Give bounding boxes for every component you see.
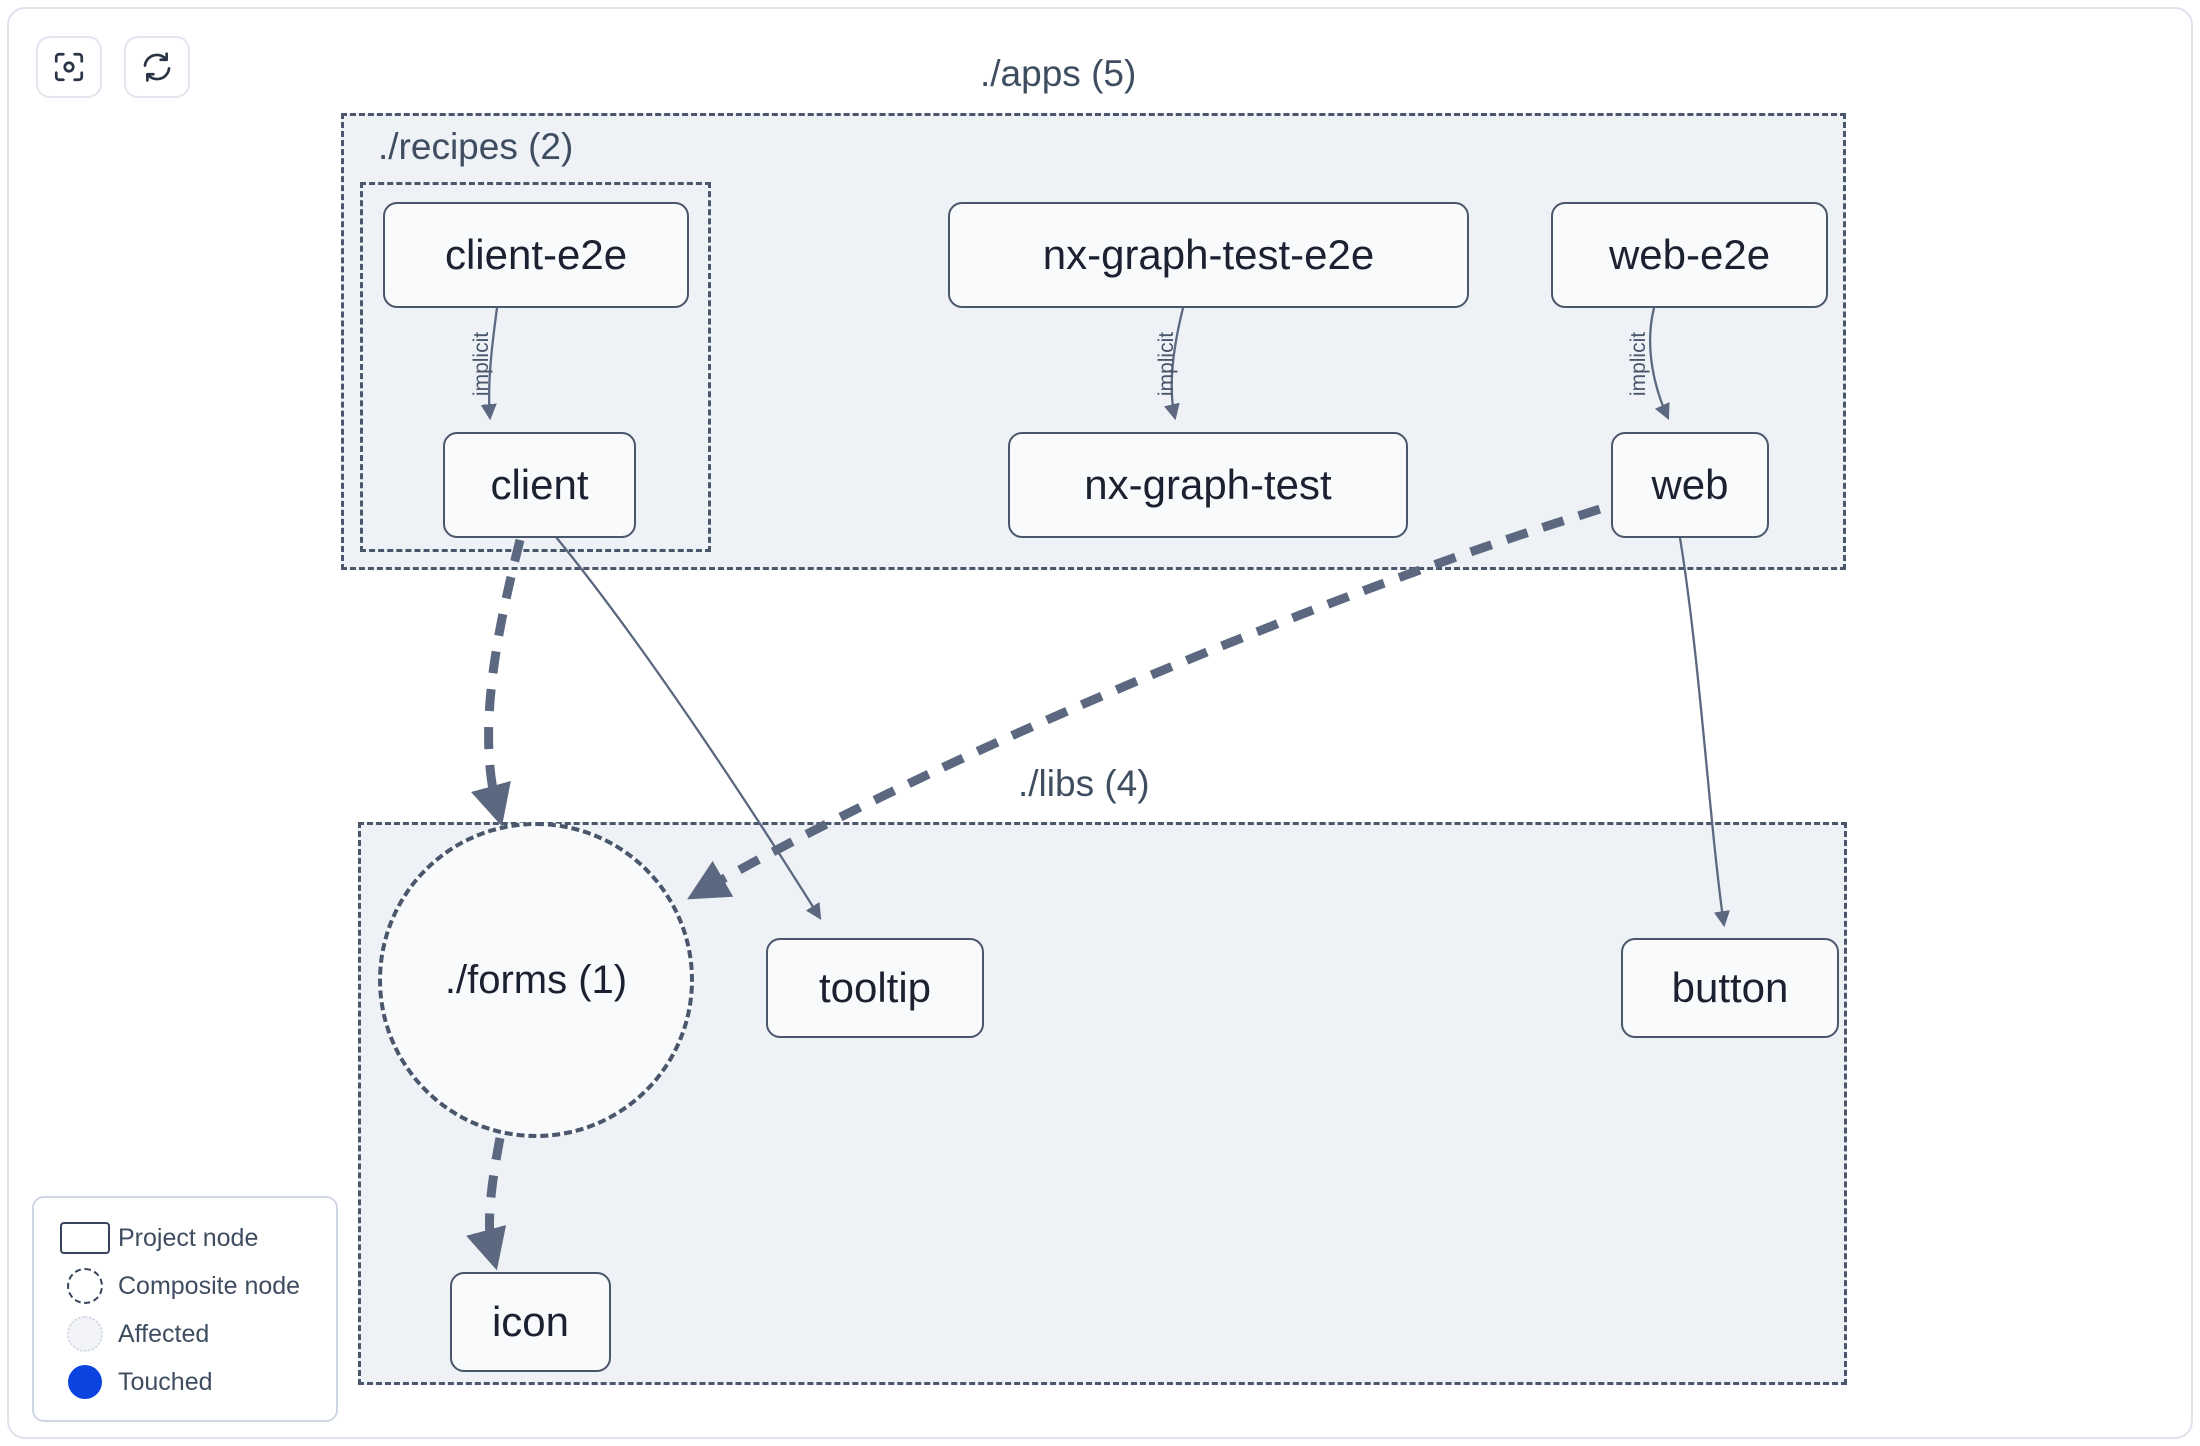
- node-forms-composite[interactable]: ./forms (1): [378, 822, 694, 1138]
- group-recipes-title: ./recipes (2): [378, 126, 574, 167]
- project-node-swatch: [52, 1222, 118, 1254]
- legend-label: Project node: [118, 1223, 259, 1252]
- node-client-e2e[interactable]: client-e2e: [383, 202, 689, 308]
- touched-swatch: [52, 1365, 118, 1399]
- refresh-icon: [140, 50, 174, 84]
- node-icon[interactable]: icon: [450, 1272, 611, 1372]
- composite-node-swatch: [52, 1268, 118, 1304]
- node-label: button: [1671, 964, 1789, 1011]
- node-label: ./forms (1): [444, 957, 628, 1002]
- node-tooltip[interactable]: tooltip: [766, 938, 984, 1038]
- edge-client-to-forms: [470, 538, 525, 827]
- graph-toolbar: [36, 36, 190, 98]
- focus-graph-button[interactable]: [36, 36, 102, 98]
- node-label: tooltip: [818, 964, 932, 1011]
- focus-target-icon: [52, 50, 86, 84]
- node-label: icon: [491, 1298, 570, 1345]
- node-label: web-e2e: [1608, 231, 1771, 278]
- legend-label: Composite node: [118, 1271, 301, 1300]
- group-libs-title: ./libs (4): [1006, 764, 1162, 804]
- node-label: nx-graph-test: [1084, 461, 1332, 508]
- graph-legend: Project node Composite node Affected Tou…: [32, 1196, 338, 1422]
- node-web[interactable]: web: [1611, 432, 1769, 538]
- node-button[interactable]: button: [1621, 938, 1839, 1038]
- legend-label: Touched: [118, 1367, 213, 1396]
- node-label: nx-graph-test-e2e: [1042, 231, 1375, 278]
- node-web-e2e[interactable]: web-e2e: [1551, 202, 1828, 308]
- legend-item-project-node: Project node: [52, 1214, 318, 1262]
- refresh-graph-button[interactable]: [124, 36, 190, 98]
- node-label: web: [1651, 461, 1729, 508]
- node-nx-graph-test-e2e[interactable]: nx-graph-test-e2e: [948, 202, 1469, 308]
- legend-item-composite-node: Composite node: [52, 1262, 318, 1310]
- node-label: client-e2e: [444, 231, 628, 278]
- group-apps-title: ./apps (5): [968, 54, 1149, 94]
- node-nx-graph-test[interactable]: nx-graph-test: [1008, 432, 1408, 538]
- node-label: client: [490, 461, 589, 508]
- affected-swatch: [52, 1316, 118, 1352]
- node-client[interactable]: client: [443, 432, 636, 538]
- legend-item-touched: Touched: [52, 1358, 318, 1406]
- legend-label: Affected: [118, 1319, 210, 1348]
- legend-item-affected: Affected: [52, 1310, 318, 1358]
